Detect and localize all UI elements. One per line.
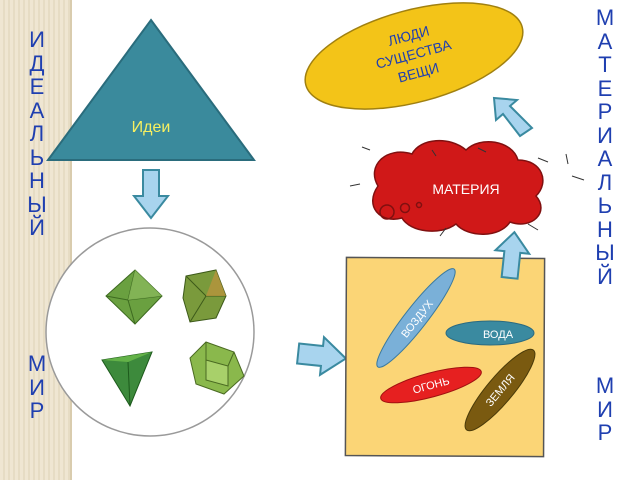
arrow-right-icon (295, 334, 348, 377)
arrow-up-left-icon (492, 96, 534, 138)
matter-label: МАТЕРИЯ (432, 181, 499, 197)
earth-element: ЗЕМЛЯ (464, 348, 536, 432)
cube-icon (182, 269, 227, 323)
water-element: ВОДА (445, 320, 535, 346)
icosahedron-icon (189, 341, 245, 395)
arrow-up-icon (493, 230, 532, 280)
arrow-down-icon (131, 169, 171, 220)
water-label: ВОДА (483, 329, 514, 341)
left-decorative-strip (0, 0, 72, 480)
octahedron-icon (105, 269, 163, 325)
ideas-label: Идеи (132, 119, 171, 136)
ideas-triangle (46, 18, 256, 161)
cloud-sketch-marks (349, 146, 585, 237)
fire-element: ОГОНЬ (380, 366, 482, 404)
matter-cloud: МАТЕРИЯ (372, 139, 544, 235)
people-beings-things-ellipse: ЛЮДИ СУЩЕСТВА ВЕЩИ (304, 2, 524, 110)
tetrahedron-icon (101, 351, 153, 408)
ideas-world-circle (45, 227, 255, 437)
